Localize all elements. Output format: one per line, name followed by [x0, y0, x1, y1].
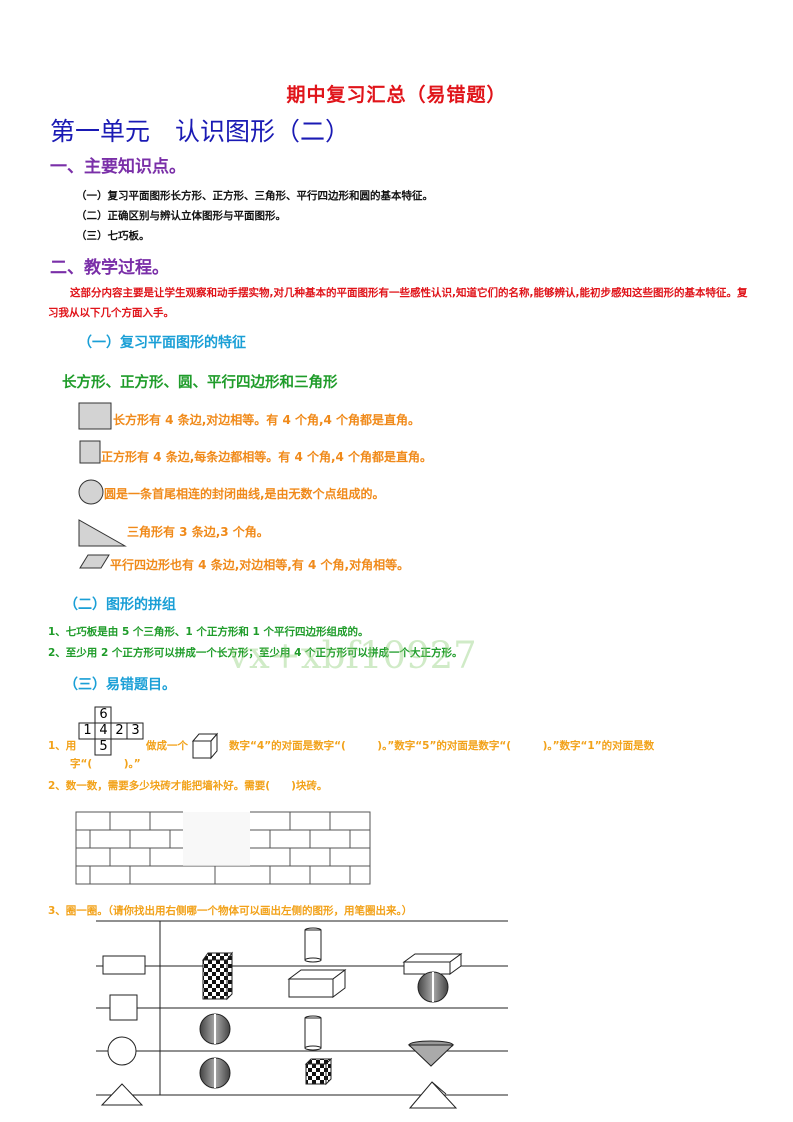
rubiks-cube-icon-2 — [304, 1057, 333, 1086]
triangle-icon — [78, 519, 127, 547]
triangular-prism-icon — [408, 1081, 458, 1109]
q3-rectangle-icon — [102, 955, 146, 975]
rectangle-description: 长方形有 4 条边,对边相等。有 4 个角,4 个角都是直角。 — [113, 413, 421, 427]
square-description: 正方形有 4 条边,每条边都相等。有 4 个角,4 个角都是直角。 — [101, 450, 433, 464]
ball-icon-3 — [199, 1057, 231, 1089]
net-digit-4: 4 — [99, 723, 108, 738]
document-title: 期中复习汇总（易错题） — [286, 84, 507, 106]
square-combination-line: 2、至少用 2 个正方形可以拼成一个长方形；至少用 4 个正方形可以拼成一个大正… — [48, 647, 463, 659]
knowledge-point-2: （二）正确区别与辨认立体图形与平面图形。 — [76, 210, 286, 222]
q2-question: 2、数一数，需要多少块砖才能把墙补好。需要( )块砖。 — [48, 780, 328, 792]
rubiks-cube-icon — [202, 951, 233, 1001]
q1-question-cont: 字“( )。” — [70, 758, 141, 770]
ball-icon-2 — [199, 1013, 231, 1045]
part1-heading: （一）复习平面图形的特征 — [78, 335, 246, 351]
section1-heading: 一、主要知识点。 — [50, 157, 186, 177]
ball-icon — [417, 971, 449, 1003]
q3-square-icon — [109, 994, 138, 1021]
q3-circle-icon — [107, 1036, 137, 1066]
rectangle-icon — [78, 402, 112, 430]
q1-middle: 做成一个 — [146, 740, 188, 752]
wall-gap — [183, 812, 250, 866]
box-icon — [287, 969, 347, 998]
cube-net — [78, 706, 144, 756]
long-box-icon — [402, 953, 463, 975]
q3-table — [96, 920, 508, 1096]
triangle-description: 三角形有 3 条边,3 个角。 — [127, 525, 269, 539]
q1-question: 数字“4”的对面是数字“( )。”数字“5”的对面是数字“( )。”数字“1”的… — [229, 740, 655, 752]
square-icon — [79, 440, 101, 464]
net-digit-2: 2 — [115, 723, 124, 738]
part3-heading: （三）易错题目。 — [64, 677, 176, 693]
knowledge-point-3: （三）七巧板。 — [76, 230, 150, 242]
net-digit-1: 1 — [83, 723, 92, 738]
net-digit-6: 6 — [99, 707, 108, 722]
parallelogram-description: 平行四边形也有 4 条边,对边相等,有 4 个角,对角相等。 — [110, 558, 410, 572]
tangram-line: 1、七巧板是由 5 个三角形、1 个正方形和 1 个平行四边形组成的。 — [48, 626, 369, 638]
cone-icon — [407, 1040, 455, 1067]
q3-triangle-icon — [100, 1083, 144, 1106]
knowledge-point-1: （一）复习平面图形长方形、正方形、三角形、平行四边形和圆的基本特征。 — [76, 190, 433, 202]
tea-can-icon-2 — [304, 1015, 322, 1051]
circle-icon — [78, 479, 104, 505]
shapes-heading: 长方形、正方形、圆、平行四边形和三角形 — [62, 375, 338, 391]
intro-paragraph: 这部分内容主要是让学生观察和动手摆实物,对几种基本的平面图形有一些感性认识,知道… — [48, 287, 748, 319]
section2-heading: 二、教学过程。 — [50, 258, 169, 278]
unit-title: 第一单元 认识图形（二） — [50, 117, 351, 146]
q1-prefix: 1、用 — [48, 740, 77, 752]
part2-heading: （二）图形的拼组 — [64, 597, 176, 613]
tea-can-icon — [304, 927, 322, 963]
parallelogram-icon — [79, 554, 110, 569]
circle-description: 圆是一条首尾相连的封闭曲线,是由无数个点组成的。 — [104, 487, 385, 501]
q3-question: 3、圈一圈。（请你找出用右侧哪一个物体可以画出左侧的图形，用笔圈出来。） — [48, 905, 413, 917]
watermark: vx+xbf10927 — [228, 634, 477, 677]
net-digit-5: 5 — [99, 739, 108, 754]
cube-icon — [191, 732, 219, 760]
net-digit-3: 3 — [131, 723, 140, 738]
